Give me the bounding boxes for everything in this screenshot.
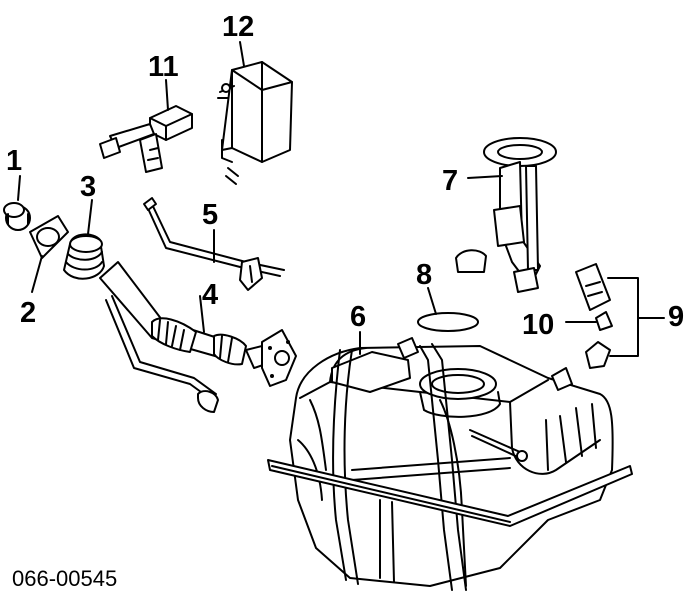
callout-labels: 1 2 3 4 5 6 7 8 9 10 11 12 xyxy=(6,11,684,341)
part-6-fuel-tank xyxy=(267,337,633,591)
callout-9: 9 xyxy=(668,301,684,333)
figure-reference: 066-00545 xyxy=(12,566,117,591)
callout-4: 4 xyxy=(202,279,218,311)
leader-9 xyxy=(607,277,665,357)
callout-10: 10 xyxy=(522,309,554,341)
part-2-gasket xyxy=(29,215,69,259)
part-5-vent-hose xyxy=(143,197,285,291)
part-1-cap xyxy=(3,202,31,231)
part-9-10-clamp xyxy=(575,263,613,369)
callout-2: 2 xyxy=(20,297,36,329)
leader-11 xyxy=(165,79,169,111)
leader-12 xyxy=(239,41,245,67)
part-8-seal-ring xyxy=(417,312,479,332)
callout-7: 7 xyxy=(442,165,458,197)
part-4-filler-pipe xyxy=(99,261,297,413)
leader-4 xyxy=(199,295,205,333)
callout-6: 6 xyxy=(350,301,366,333)
callout-3: 3 xyxy=(80,171,96,203)
leader-1 xyxy=(17,175,21,201)
callout-11: 11 xyxy=(148,51,179,83)
part-3-boot xyxy=(63,233,105,280)
leader-lines xyxy=(17,41,665,357)
leader-2 xyxy=(31,255,43,293)
callout-12: 12 xyxy=(222,11,254,43)
leader-8 xyxy=(427,287,437,315)
callout-1: 1 xyxy=(6,145,22,177)
callout-8: 8 xyxy=(416,259,432,291)
leader-3 xyxy=(87,199,93,235)
part-12-bracket xyxy=(217,61,293,185)
leader-7 xyxy=(467,175,503,179)
part-7-sender-assembly xyxy=(455,137,557,293)
part-11-sensor xyxy=(99,105,193,173)
callout-5: 5 xyxy=(202,199,218,231)
